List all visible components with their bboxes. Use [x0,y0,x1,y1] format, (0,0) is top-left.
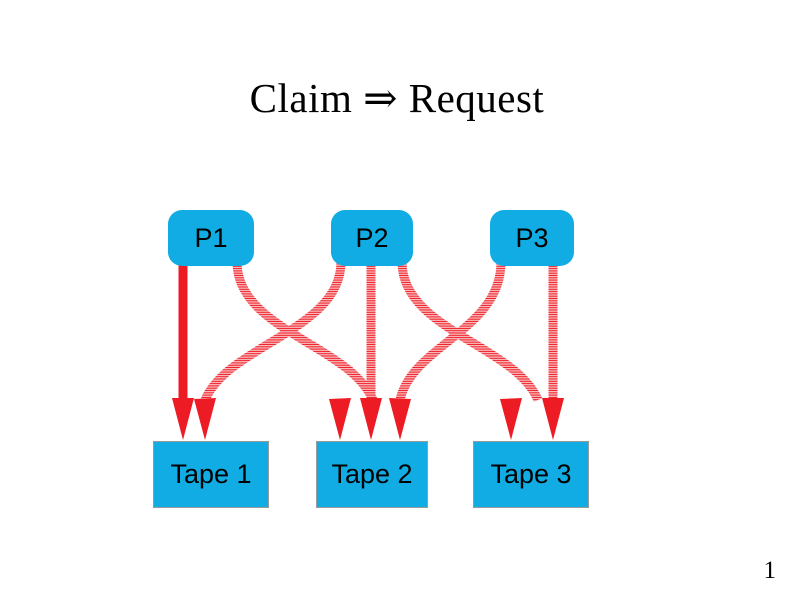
tape-box-t1[interactable]: Tape 1 [153,441,269,508]
tape-box-t2[interactable]: Tape 2 [316,441,428,508]
process-box-p1[interactable]: P1 [168,210,254,266]
arrowhead-p1-t2 [329,398,351,440]
arrowhead-p2-t3 [500,398,522,440]
page-title: Claim ⇒ Request [249,75,545,121]
arrowheads [172,398,564,440]
page-number: 1 [763,557,777,584]
process-label: P2 [355,222,389,253]
arrowhead-p2-t2 [360,398,382,440]
tape-box-t3[interactable]: Tape 3 [473,441,589,508]
process-label: P3 [515,222,549,253]
arrowhead-p3-t3 [542,398,564,440]
process-box-p2[interactable]: P2 [331,210,413,266]
edge-p1-t2-line [232,261,378,402]
tape-label: Tape 2 [331,459,413,489]
edge-p2-t3-line [397,261,543,402]
tape-label: Tape 1 [170,459,252,489]
edge-p2-t1-line [200,261,346,402]
arrowhead-p2-t1 [194,398,216,440]
arrowhead-p3-t2 [389,398,411,440]
arrowhead-p1-t1 [172,398,194,440]
process-box-p3[interactable]: P3 [490,210,574,266]
tape-label: Tape 3 [490,459,572,489]
process-label: P1 [194,222,228,253]
edge-p3-t2-line [395,261,506,402]
